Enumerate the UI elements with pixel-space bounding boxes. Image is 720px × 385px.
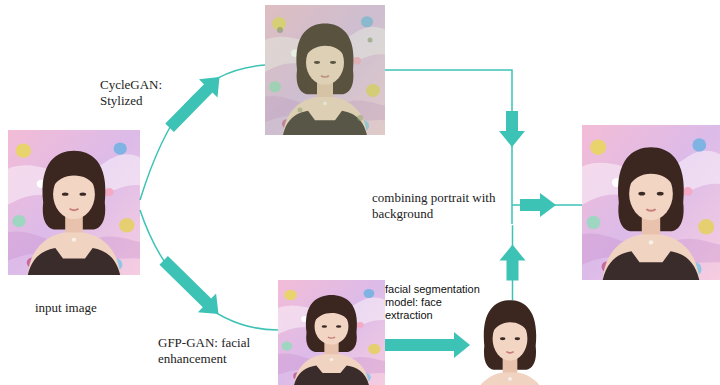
node-label: GFP-GAN: facial enhancement xyxy=(158,335,276,366)
arrow-head xyxy=(385,332,470,358)
arrow-head xyxy=(165,77,219,132)
image-frame xyxy=(265,5,385,135)
stylized-background xyxy=(260,5,390,135)
arrow-head xyxy=(160,256,219,314)
enhanced-portrait xyxy=(294,295,369,385)
node-label: facial segmentation model: face extracti… xyxy=(385,283,490,323)
junction-line xyxy=(512,188,582,224)
image-node: GFP-GAN: facial enhancement xyxy=(158,280,385,385)
node-label: input image xyxy=(35,300,97,316)
style-texture xyxy=(277,27,373,121)
node-label: combining portrait with background xyxy=(372,190,512,221)
extracted-portrait xyxy=(472,300,549,385)
image-frame xyxy=(470,300,555,385)
image-node: CycleGAN: Stylized xyxy=(100,5,385,137)
output-portrait xyxy=(603,147,700,280)
output-arrow xyxy=(520,193,556,217)
connector xyxy=(385,70,525,188)
image-node: input image xyxy=(8,130,143,320)
text-slot: input image xyxy=(35,298,145,316)
text-slot: facial segmentation model: face extracti… xyxy=(385,283,490,323)
input-portrait xyxy=(28,151,120,275)
style-tint xyxy=(265,5,385,135)
text-slot: CycleGAN: Stylized xyxy=(100,77,180,109)
connector xyxy=(140,210,278,330)
arrow-head xyxy=(500,245,526,281)
arrow-head xyxy=(499,111,525,147)
enhanced-background xyxy=(274,280,390,385)
connector xyxy=(500,225,526,300)
input-background xyxy=(3,130,146,275)
image-node: facial segmentation model: face extracti… xyxy=(385,283,560,385)
connector-line xyxy=(385,70,512,188)
connector xyxy=(385,332,470,358)
text-slot: GFP-GAN: facial enhancement xyxy=(158,335,276,367)
image-frame xyxy=(8,130,140,275)
node-label: CycleGAN: Stylized xyxy=(100,77,180,108)
output-background xyxy=(576,125,720,280)
image-frame xyxy=(278,280,385,385)
text-slot: combining portrait with background xyxy=(372,190,512,222)
text-node: combining portrait with background xyxy=(372,188,517,225)
connector-line xyxy=(140,210,278,330)
